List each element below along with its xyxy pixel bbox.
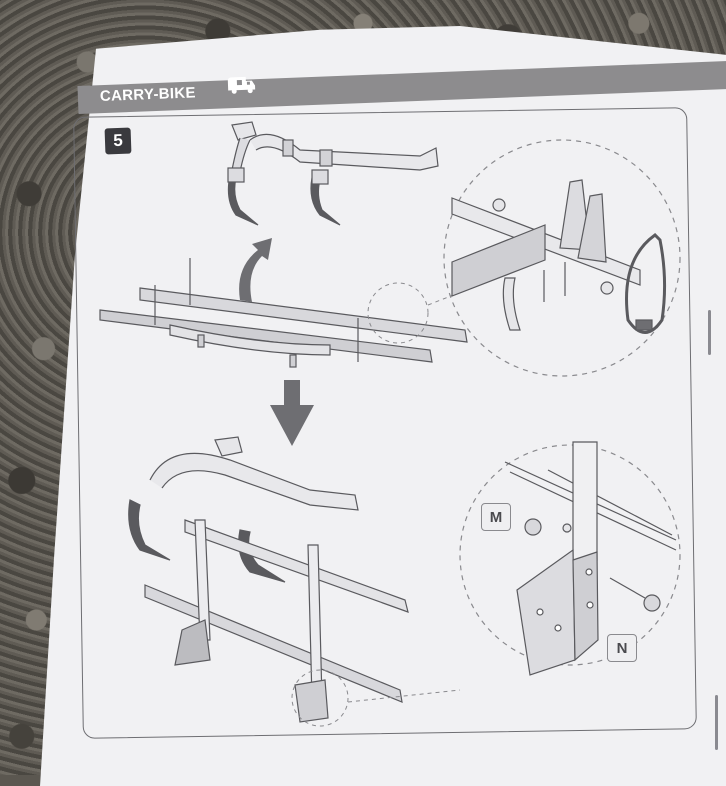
frame-arm-assembly-top	[227, 121, 439, 226]
detail-marker-bottom	[291, 669, 349, 727]
curved-lift-arrow	[239, 238, 272, 302]
part-label-m: M	[481, 503, 511, 531]
camper-van-icon	[227, 76, 256, 94]
rail-platform	[99, 258, 468, 368]
detail-marker-top	[367, 282, 429, 344]
part-label-n: N	[607, 634, 637, 662]
staple-bottom	[715, 695, 718, 750]
assembled-rack	[128, 436, 409, 723]
staple-top	[708, 310, 711, 355]
down-arrow	[270, 380, 314, 446]
detail-circle-top	[443, 139, 681, 377]
detail-circle-bottom	[459, 441, 681, 676]
